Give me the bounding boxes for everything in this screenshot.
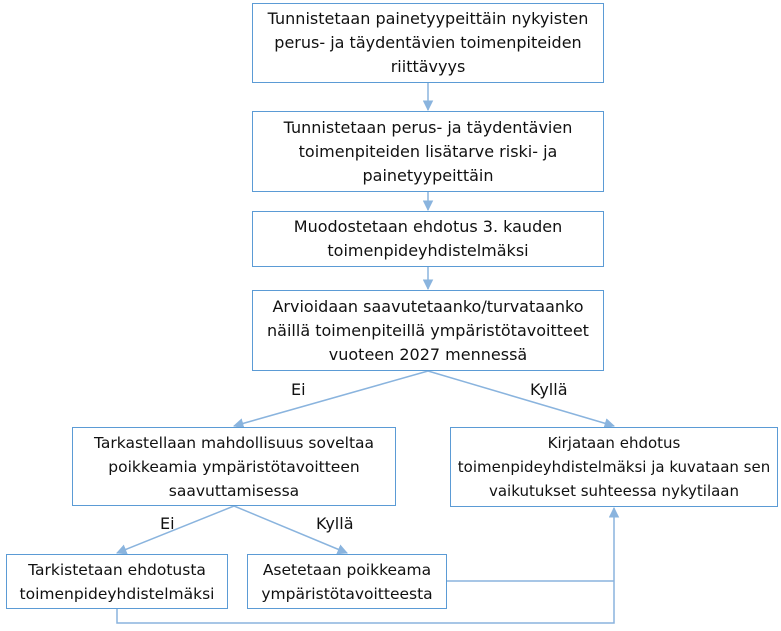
arrow-examine-to-set — [233, 505, 348, 555]
box-assess-targets-text: Arvioidaan saavutetaanko/turvataanko näi… — [267, 296, 589, 364]
box-identify-need-text: Tunnistetaan perus- ja täydentävien toim… — [283, 117, 573, 185]
box-check-proposal-text: Tarkistetaan ehdotusta toimenpideyhdiste… — [19, 560, 215, 603]
box-identify-need: Tunnistetaan perus- ja täydentävien toim… — [252, 111, 604, 192]
box-record-proposal: Kirjataan ehdotus toimenpideyhdistelmäks… — [450, 427, 778, 507]
arrow-assess-to-record — [427, 370, 616, 429]
box-form-proposal-text: Muodostetaan ehdotus 3. kauden toimenpid… — [293, 217, 563, 260]
label-examine-yes: Kyllä — [316, 514, 354, 533]
box-record-proposal-text: Kirjataan ehdotus toimenpideyhdistelmäks… — [457, 434, 771, 500]
arrow-assess-to-examine — [232, 370, 429, 429]
box-identify-adequacy: Tunnistetaan painetyypeittäin nykyisten … — [252, 3, 604, 83]
arrow-check-to-record — [116, 506, 620, 624]
box-set-derogation: Asetetaan poikkeama ympäristötavoitteest… — [247, 554, 447, 609]
box-set-derogation-text: Asetetaan poikkeama ympäristötavoitteest… — [261, 560, 433, 603]
box-check-proposal: Tarkistetaan ehdotusta toimenpideyhdiste… — [6, 554, 228, 609]
label-assess-yes: Kyllä — [530, 380, 568, 399]
label-examine-no: Ei — [160, 514, 175, 533]
label-assess-no: Ei — [291, 380, 306, 399]
box-form-proposal: Muodostetaan ehdotus 3. kauden toimenpid… — [252, 211, 604, 267]
box-examine-derogation: Tarkastellaan mahdollisuus soveltaa poik… — [72, 427, 396, 506]
box-assess-targets: Arvioidaan saavutetaanko/turvataanko näi… — [252, 290, 604, 371]
box-examine-derogation-text: Tarkastellaan mahdollisuus soveltaa poik… — [93, 433, 375, 500]
arrow-examine-to-check — [116, 505, 235, 555]
box-identify-adequacy-text: Tunnistetaan painetyypeittäin nykyisten … — [267, 9, 589, 76]
